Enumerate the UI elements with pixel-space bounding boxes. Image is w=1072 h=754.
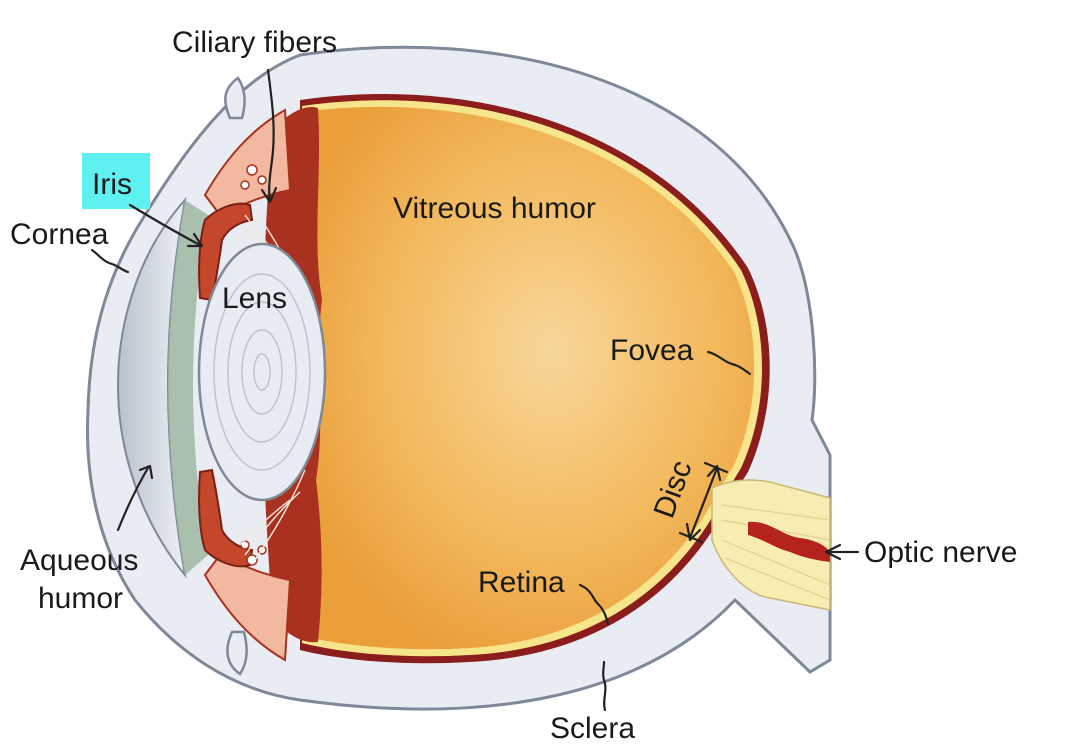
ciliary-vessel	[246, 164, 258, 176]
ciliary-fibers-leader-arrow	[260, 186, 278, 204]
zonule-fiber	[244, 491, 301, 556]
sclera-leader	[602, 660, 607, 712]
iris-bottom-shape	[198, 468, 254, 568]
ciliary-vessel	[240, 180, 250, 190]
ciliary-vessel	[257, 175, 267, 185]
optic-nerve-body	[711, 479, 831, 611]
label-ciliary-fibers: Ciliary fibers	[172, 26, 337, 59]
label-optic-nerve: Optic nerve	[864, 536, 1017, 569]
iris-bottom	[198, 468, 292, 662]
label-fovea: Fovea	[610, 334, 694, 367]
disc-dimension-arrow-bottom	[685, 522, 702, 542]
disc-tick-bottom	[678, 531, 704, 544]
label-retina: Retina	[478, 566, 565, 599]
label-lens: Lens	[222, 282, 287, 315]
disc-dimension-line	[688, 466, 719, 540]
cornea-leader	[90, 248, 130, 274]
muscle-nub-bottom	[226, 630, 248, 676]
label-iris: Iris	[92, 168, 132, 201]
leader-lines	[90, 68, 860, 712]
fovea-leader	[706, 350, 752, 376]
label-aqueous-humor-line2: humor	[38, 582, 123, 615]
label-sclera: Sclera	[550, 712, 635, 745]
ciliary-fibers-leader	[266, 68, 275, 202]
lens-body	[197, 242, 327, 502]
zonule-fiber	[239, 499, 291, 546]
zonule-fiber	[254, 469, 306, 561]
lens-ring	[213, 273, 311, 471]
optic-nerve-leader-arrow	[824, 543, 842, 561]
label-cornea: Cornea	[10, 218, 109, 251]
aqueous-leader-arrow	[138, 464, 154, 480]
iris-label-highlight	[82, 153, 150, 209]
optic-nerve-shape	[711, 479, 831, 611]
lens-ring	[253, 353, 271, 391]
ciliary-vessel	[246, 554, 258, 566]
vitreous-humor-region	[303, 106, 755, 650]
muscle-nub-top	[224, 76, 246, 120]
iris-top-shape	[198, 202, 254, 302]
iris-leader	[128, 203, 202, 247]
disc-dimension-arrow-top	[706, 464, 722, 482]
optic-vessel	[748, 521, 830, 562]
lens-ring	[227, 301, 297, 443]
lens-shape	[197, 242, 327, 502]
label-aqueous-humor-line1: Aqueous	[20, 544, 138, 577]
aqueous-leader	[116, 466, 150, 532]
retina-leader	[578, 583, 610, 626]
lens-ring	[241, 329, 283, 415]
iris-leader-arrow	[186, 232, 204, 248]
disc-tick-top	[703, 461, 729, 474]
vitreous-body	[300, 94, 770, 664]
label-vitreous-humor: Vitreous humor	[393, 192, 596, 225]
aqueous-humor-region	[168, 200, 208, 575]
